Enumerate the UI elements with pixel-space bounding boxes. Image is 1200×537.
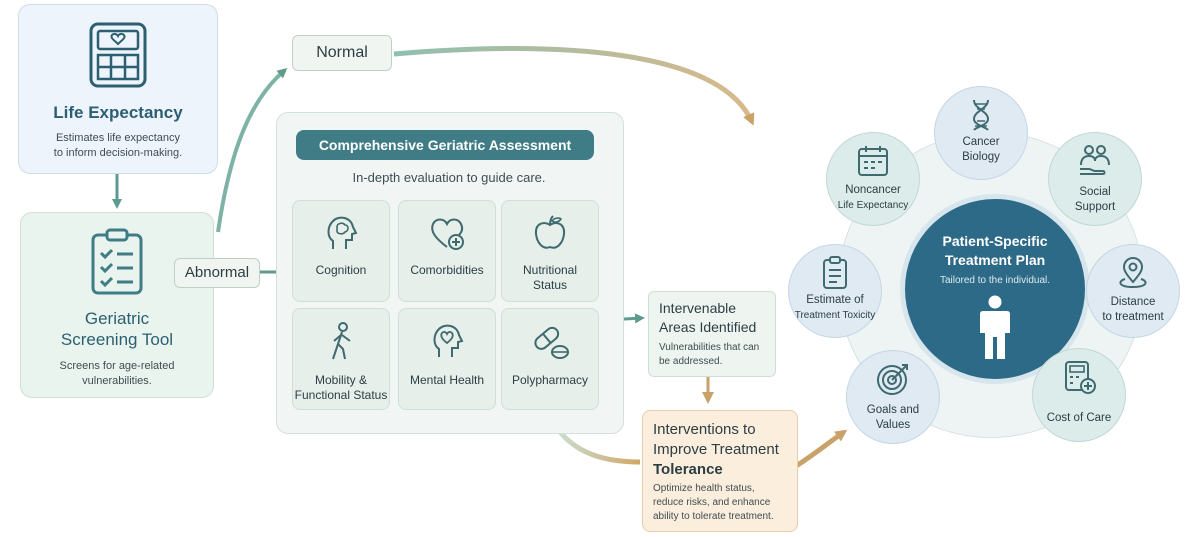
arrow-interventions-to-plan <box>794 429 848 469</box>
factor-label-2: Biology <box>962 151 1000 163</box>
interventions-box: Interventions to Improve Treatment Toler… <box>642 410 798 532</box>
clipboard-checklist-icon <box>91 228 143 295</box>
cga-cell-label-2: Functional Status <box>294 388 388 402</box>
calendar-icon <box>858 146 888 176</box>
cga-cell-comorbidities: Comorbidities <box>398 200 496 302</box>
clipboard-list-icon <box>823 256 847 289</box>
person-icon <box>980 295 1010 359</box>
factor-label: Goals and <box>866 404 920 416</box>
intervenable-description-1: Vulnerabilities that can <box>659 342 760 353</box>
interventions-title-3: Tolerance <box>653 461 723 478</box>
factor-cancer-biology: Cancer Biology <box>934 86 1028 180</box>
screening-tool-title-2: Screening Tool <box>60 330 174 349</box>
calculator-heart-icon <box>89 22 147 88</box>
arrow-normal-to-plan <box>393 46 755 126</box>
intervenable-title-2: Areas Identified <box>659 319 757 335</box>
factor-cost-of-care: Cost of Care <box>1032 348 1126 442</box>
cga-cell-label: Nutritional <box>522 263 578 277</box>
cga-cell-label: Mobility & <box>314 373 367 387</box>
factor-label: Noncancer <box>845 184 901 196</box>
cga-cell-label-2: Status <box>532 278 568 292</box>
cga-subtitle: In-depth evaluation to guide care. <box>352 170 546 185</box>
factor-label-2: Life Expectancy <box>837 200 909 211</box>
intervenable-title-1: Intervenable <box>659 300 737 316</box>
screening-tool-description-1: Screens for age-related <box>59 360 175 372</box>
factor-label: Cost of Care <box>1046 412 1112 424</box>
plan-title-2: Treatment Plan <box>944 252 1046 268</box>
cga-cell-polypharmacy: Polypharmacy <box>501 308 599 410</box>
screening-tool-card: Geriatric Screening Tool Screens for age… <box>20 212 214 398</box>
factor-treatment-toxicity: Estimate of Treatment Toxicity <box>788 244 882 338</box>
cga-cell-cognition: Cognition <box>292 200 390 302</box>
pills-icon <box>534 326 569 359</box>
screening-tool-description-2: vulnerabilities. <box>82 375 152 387</box>
interventions-title-2: Improve Treatment <box>653 441 779 458</box>
factor-label-2: Values <box>875 419 911 431</box>
life-expectancy-title: Life Expectancy <box>53 103 183 122</box>
factor-label-2: to treatment <box>1102 311 1164 323</box>
cga-title: Comprehensive Geriatric Assessment <box>296 130 594 160</box>
factor-distance: Distance to treatment <box>1086 244 1180 338</box>
head-heart-icon <box>433 324 464 357</box>
calculator-plus-icon <box>1065 361 1096 394</box>
factor-social-support: Social Support <box>1048 132 1142 226</box>
plan-title-1: Patient-Specific <box>942 233 1048 249</box>
cga-cell-mobility: Mobility & Functional Status <box>292 308 390 410</box>
apple-icon <box>534 215 566 249</box>
cga-cell-label: Cognition <box>315 263 367 277</box>
factor-label-2: Treatment Toxicity <box>794 310 876 321</box>
cga-cell-label: Mental Health <box>409 373 485 387</box>
people-hands-icon <box>1080 145 1110 175</box>
factor-label: Cancer <box>962 136 1000 148</box>
heart-plus-icon <box>431 218 464 250</box>
map-pin-icon <box>1119 256 1147 289</box>
factor-label: Estimate of <box>806 294 864 306</box>
intervenable-areas-box: Intervenable Areas Identified Vulnerabil… <box>648 291 776 377</box>
arrow-cga-to-interventions <box>558 430 641 465</box>
screening-tool-title-1: Geriatric <box>84 309 150 328</box>
life-expectancy-description-2: to inform decision-making. <box>53 147 183 159</box>
walking-person-icon <box>332 322 351 360</box>
plan-subtitle: Tailored to the individual. <box>939 275 1051 286</box>
cga-cell-label: Comorbidities <box>410 263 484 277</box>
factor-label: Distance <box>1110 296 1156 308</box>
interventions-description-3: ability to tolerate treatment. <box>653 511 774 522</box>
cga-cell-mental-health: Mental Health <box>398 308 496 410</box>
intervenable-description-2: be addressed. <box>659 356 723 367</box>
factor-goals-values: Goals and Values <box>846 350 940 444</box>
life-expectancy-description-1: Estimates life expectancy <box>55 132 181 144</box>
cga-cell-label: Polypharmacy <box>511 373 589 387</box>
life-expectancy-card: Life Expectancy Estimates life expectanc… <box>18 4 218 174</box>
dna-icon <box>972 99 990 131</box>
interventions-title-1: Interventions to <box>653 421 756 438</box>
abnormal-label: Abnormal <box>174 258 260 288</box>
factor-label: Social <box>1079 186 1111 198</box>
head-brain-icon <box>327 216 358 249</box>
factor-noncancer-life-expectancy: Noncancer Life Expectancy <box>826 132 920 226</box>
interventions-description-1: Optimize health status, <box>653 483 755 494</box>
interventions-description-2: reduce risks, and enhance <box>653 497 771 508</box>
normal-label: Normal <box>292 35 392 71</box>
arrow-screening-to-normal <box>216 68 288 233</box>
factor-label-2: Support <box>1074 201 1116 213</box>
cga-cell-nutritional-status: Nutritional Status <box>501 200 599 302</box>
target-icon <box>877 364 908 395</box>
